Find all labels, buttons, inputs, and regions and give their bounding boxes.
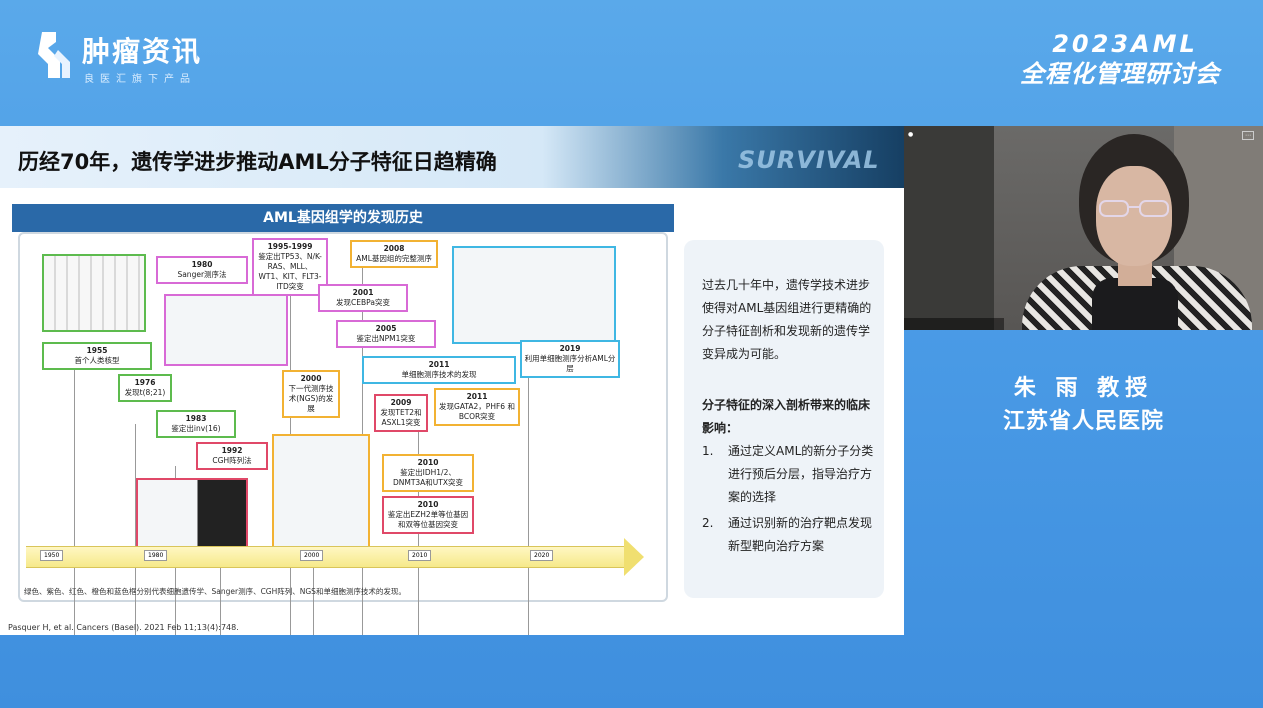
- event-year: 2023AML: [1052, 30, 1198, 58]
- presentation-slide: 历经70年，遗传学进步推动AML分子特征日趋精确 SURVIVAL AML基因组…: [0, 126, 904, 635]
- citation: Pasquer H, et al. Cancers (Basel). 2021 …: [8, 623, 239, 632]
- ngs-image: [272, 434, 370, 548]
- speaker-shirt: [1092, 278, 1178, 330]
- glasses-icon: [1099, 200, 1169, 217]
- karyotype-image: [42, 254, 146, 332]
- video-background: [904, 126, 994, 330]
- speaker-video: ● ⋯: [904, 126, 1263, 330]
- notes-subheading: 分子特征的深入剖析带来的临床影响：: [702, 398, 871, 435]
- timeline-arrow-head: [624, 538, 644, 576]
- single-cell-image: [452, 246, 616, 344]
- timeline-guide: [135, 424, 136, 635]
- cgh-array-image: [136, 478, 248, 548]
- timeline-guide: [528, 374, 529, 635]
- timeline-panel-title: AML基因组学的发现历史: [12, 204, 674, 232]
- timeline-arrow: [26, 546, 626, 568]
- video-name-strip: [904, 318, 1004, 330]
- notes-paragraph: 过去几十年中，遗传学技术进步使得对AML基因组进行更精确的分子特征剖析和发现新的…: [702, 278, 872, 361]
- video-status-icon: ●: [908, 131, 914, 138]
- brand-logo-icon: [38, 32, 70, 78]
- slide-title: 历经70年，遗传学进步推动AML分子特征日趋精确: [18, 150, 497, 174]
- notes-list-item: 2.通过识别新的治疗靶点发现新型靶向治疗方案: [702, 516, 873, 553]
- tick-label: 2020: [530, 550, 554, 561]
- event-name: 全程化管理研讨会: [1020, 60, 1220, 88]
- timeline-guide: [74, 364, 75, 635]
- slide-title-band: [0, 126, 904, 188]
- brand-name: 肿瘤资讯: [82, 35, 203, 68]
- speaker-name: 朱 雨 教授: [1013, 376, 1154, 401]
- video-menu-icon[interactable]: ⋯: [1242, 131, 1254, 140]
- tick-label: 2010: [408, 550, 432, 561]
- speaker-organization: 江苏省人民医院: [1002, 409, 1164, 434]
- survival-watermark: SURVIVAL: [738, 146, 880, 174]
- figure-caption: 绿色、紫色、红色、橙色和蓝色框分别代表细胞遗传学、Sanger测序、CGH阵列、…: [24, 587, 406, 596]
- brand-subtitle: 良医汇旗下产品: [84, 74, 196, 85]
- notes-list-item: 1.通过定义AML的新分子分类进行预后分层，指导治疗方案的选择: [702, 444, 874, 504]
- tick-label: 2000: [300, 550, 324, 561]
- tick-label: 1980: [144, 550, 168, 561]
- sanger-image: [164, 294, 288, 366]
- tick-label: 1950: [40, 550, 64, 561]
- notes-panel: [684, 240, 884, 598]
